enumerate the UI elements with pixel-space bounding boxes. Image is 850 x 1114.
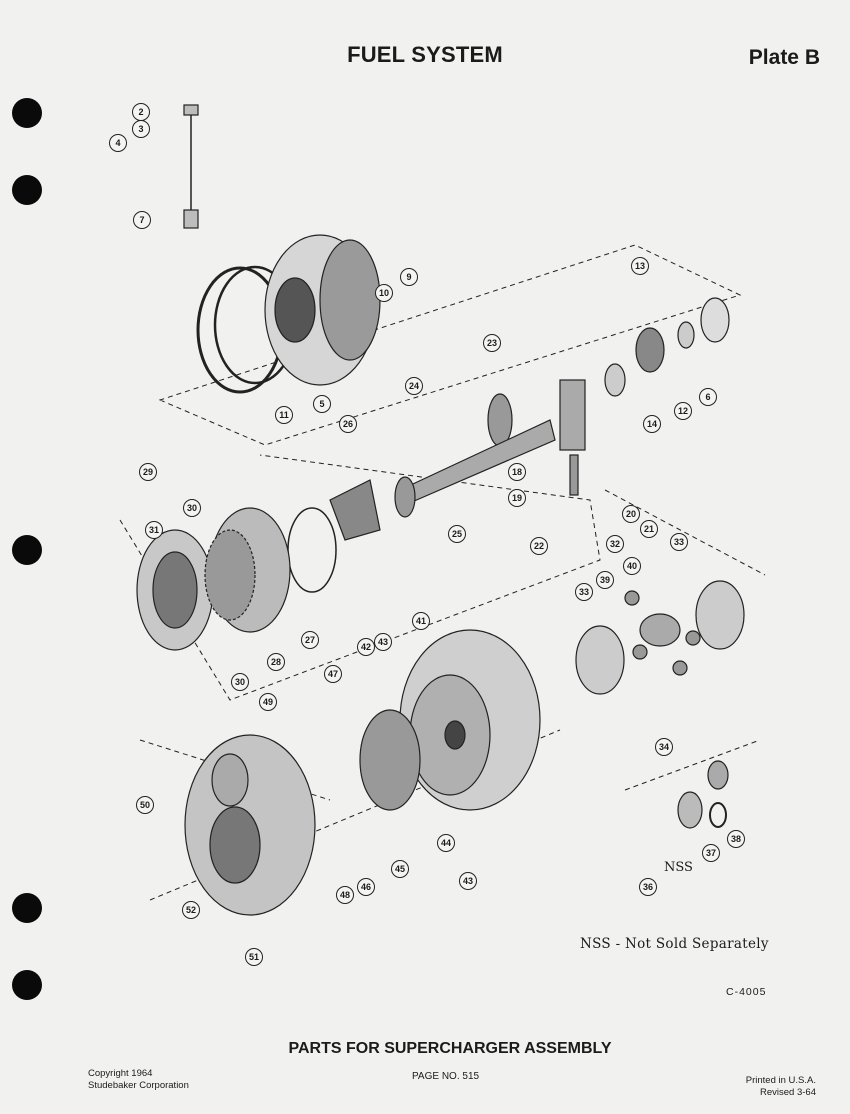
page-number: PAGE NO. 515 — [412, 1071, 480, 1082]
callout-50: 50 — [136, 796, 154, 814]
page-title: FUEL SYSTEM — [347, 42, 503, 67]
callout-51: 51 — [245, 948, 263, 966]
callout-43: 43 — [374, 633, 392, 651]
callout-39: 39 — [596, 571, 614, 589]
binder-hole — [12, 98, 42, 128]
print-info: Printed in U.S.A. Revised 3-64 — [746, 1075, 816, 1099]
callout-9: 9 — [400, 268, 418, 286]
callout-19: 19 — [508, 489, 526, 507]
callout-38: 38 — [727, 830, 745, 848]
callout-45: 45 — [391, 860, 409, 878]
binder-hole — [12, 970, 42, 1000]
callout-24: 24 — [405, 377, 423, 395]
callout-33: 33 — [670, 533, 688, 551]
callout-6: 6 — [699, 388, 717, 406]
drawing-code: C-4005 — [726, 986, 767, 998]
page-subtitle: PARTS FOR SUPERCHARGER ASSEMBLY — [288, 1040, 612, 1057]
callout-41: 41 — [412, 612, 430, 630]
callout-23: 23 — [483, 334, 501, 352]
callout-25: 25 — [448, 525, 466, 543]
callout-22: 22 — [530, 537, 548, 555]
callout-32: 32 — [606, 535, 624, 553]
callout-42: 42 — [357, 638, 375, 656]
callout-34: 34 — [655, 738, 673, 756]
callout-40: 40 — [623, 557, 641, 575]
callout-49: 49 — [259, 693, 277, 711]
callout-18: 18 — [508, 463, 526, 481]
callout-3: 3 — [132, 120, 150, 138]
callout-29: 29 — [139, 463, 157, 481]
callout-43: 43 — [459, 872, 477, 890]
callout-11: 11 — [275, 406, 293, 424]
callout-30: 30 — [183, 499, 201, 517]
callout-2: 2 — [132, 103, 150, 121]
callout-5: 5 — [313, 395, 331, 413]
callout-26: 26 — [339, 415, 357, 433]
plate-label: Plate B — [748, 46, 820, 69]
callout-21: 21 — [640, 520, 658, 538]
callout-44: 44 — [437, 834, 455, 852]
callout-20: 20 — [622, 505, 640, 523]
callout-28: 28 — [267, 653, 285, 671]
callout-46: 46 — [357, 878, 375, 896]
nss-note: NSS - Not Sold Separately — [580, 936, 769, 952]
callout-7: 7 — [133, 211, 151, 229]
callout-37: 37 — [702, 844, 720, 862]
callout-13: 13 — [631, 257, 649, 275]
callout-47: 47 — [324, 665, 342, 683]
callout-52: 52 — [182, 901, 200, 919]
callout-27: 27 — [301, 631, 319, 649]
printed-line1: Printed in U.S.A. — [745, 1075, 816, 1086]
copyright-line2: Studebaker Corporation — [88, 1080, 189, 1091]
callout-33: 33 — [575, 583, 593, 601]
binder-hole — [12, 175, 42, 205]
callout-12: 12 — [674, 402, 692, 420]
callout-36: 36 — [639, 878, 657, 896]
binder-hole — [12, 893, 42, 923]
callout-48: 48 — [336, 886, 354, 904]
nss-label: NSS — [664, 860, 693, 875]
callout-14: 14 — [643, 415, 661, 433]
printed-line2: Revised 3-64 — [760, 1087, 816, 1098]
callout-10: 10 — [375, 284, 393, 302]
copyright: Copyright 1964 Studebaker Corporation — [88, 1068, 189, 1092]
binder-hole — [12, 535, 42, 565]
callout-4: 4 — [109, 134, 127, 152]
callout-30: 30 — [231, 673, 249, 691]
copyright-line1: Copyright 1964 — [88, 1068, 153, 1079]
callout-31: 31 — [145, 521, 163, 539]
